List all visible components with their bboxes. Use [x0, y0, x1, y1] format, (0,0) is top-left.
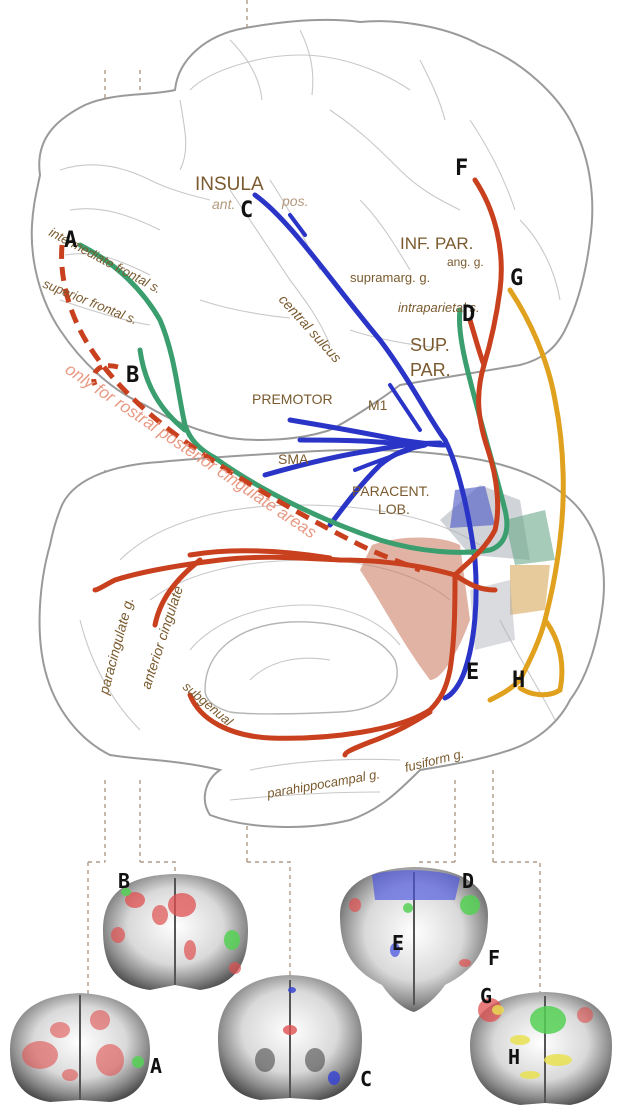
label-pos: pos. [281, 193, 308, 209]
label-inf-par: INF. PAR. [400, 234, 473, 253]
slice-letter-d: D [462, 869, 474, 893]
letter-f: F [455, 156, 468, 181]
slice-a: A [10, 993, 162, 1102]
letter-d: D [462, 302, 475, 327]
slice-letter-f: F [488, 946, 500, 970]
label-lob: LOB. [378, 501, 410, 517]
slice-gh: G H [470, 984, 612, 1105]
label-sma: SMA [278, 451, 309, 467]
tract-rostral-dashed [59, 244, 421, 573]
label-ang-g: ang. g. [447, 255, 484, 269]
tract-letters: A B C D E F G H [64, 156, 525, 693]
label-supramarg-g: supramarg. g. [350, 270, 430, 285]
letter-c: C [240, 198, 253, 223]
letter-a: A [64, 228, 77, 253]
slice-letter-h: H [508, 1045, 520, 1069]
slice-letter-a: A [150, 1054, 162, 1078]
slice-letter-g: G [480, 984, 492, 1008]
label-ant: ant. [212, 196, 235, 212]
tract-rostral-dashed-b [91, 363, 119, 386]
lateral-brain [30, 19, 594, 441]
label-insula: INSULA [195, 174, 264, 195]
tract-c [252, 192, 479, 701]
slice-letter-b: B [118, 869, 130, 893]
label-paracent: PARACENT. [352, 483, 430, 499]
label-m1: M1 [368, 397, 388, 413]
slice-b: B [100, 869, 250, 990]
letter-h: H [512, 668, 525, 693]
tract-g-h [487, 287, 566, 703]
slice-letter-c: C [360, 1067, 372, 1091]
tract-red [92, 177, 504, 758]
letter-e: E [466, 660, 479, 685]
label-par: PAR. [410, 360, 451, 380]
tract-a-b [77, 242, 510, 555]
letter-b: B [126, 363, 139, 388]
letter-g: G [510, 266, 523, 291]
slice-letter-e: E [392, 931, 404, 955]
label-intraparietal-s: intraparietal s. [398, 300, 480, 315]
label-premotor: PREMOTOR [252, 391, 333, 407]
slice-c: C [218, 975, 372, 1100]
label-sup: SUP. [410, 335, 450, 355]
slice-def: D E F [340, 867, 500, 1012]
